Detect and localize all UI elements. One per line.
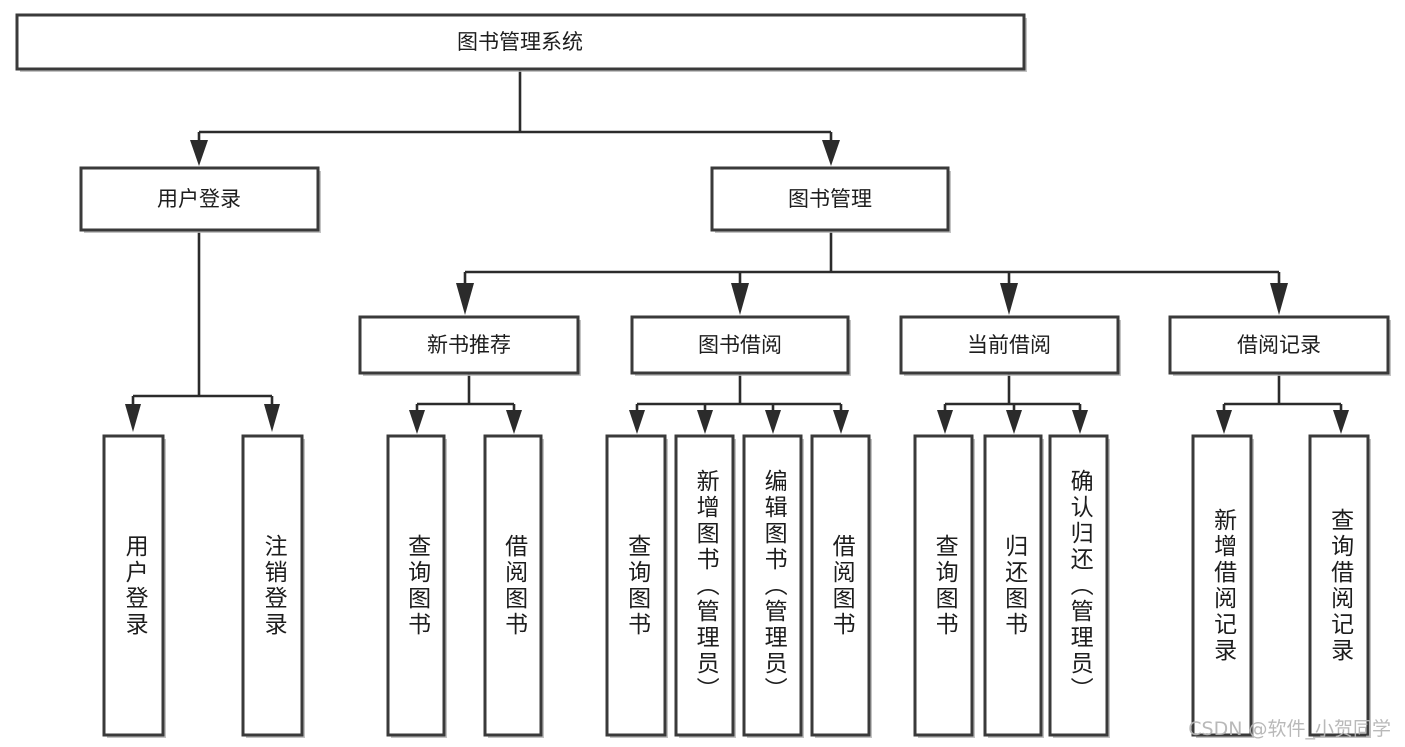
node-leaf-user-login[interactable]: [102, 434, 166, 738]
leaf-node-group: [102, 434, 1371, 738]
node-book-borrow-rect: [630, 315, 850, 375]
leaf-rect: [241, 434, 304, 737]
node-borrow-record-label: 借阅记录: [1237, 333, 1321, 357]
node-current-borrow[interactable]: 当前借阅: [899, 315, 1121, 376]
arrow-leaf-borrow-edit: [765, 410, 781, 434]
node-leaf-borrow-edit[interactable]: [742, 434, 804, 738]
node-leaf-current-confirm[interactable]: [1048, 434, 1110, 738]
node-book-borrow-label: 图书借阅: [698, 333, 782, 357]
arrow-leaf-rec-query: [409, 410, 425, 434]
node-root[interactable]: 图书管理系统: [15, 13, 1027, 72]
node-leaf-record-add[interactable]: [1191, 434, 1254, 738]
node-new-book-rec-label: 新书推荐: [427, 333, 511, 357]
leaf-rect: [742, 434, 803, 737]
node-leaf-current-return[interactable]: [983, 434, 1044, 738]
arrow-to-new-book-rec: [456, 283, 474, 315]
leaf-rect: [674, 434, 735, 737]
arrow-leaf-user-login: [125, 404, 141, 432]
node-book-manage[interactable]: 图书管理: [710, 166, 951, 233]
edge-group: [125, 70, 1349, 434]
leaf-rect: [983, 434, 1043, 737]
node-borrow-record-rect: [1168, 315, 1390, 375]
node-leaf-record-query[interactable]: [1308, 434, 1371, 738]
node-book-borrow[interactable]: 图书借阅: [630, 315, 851, 376]
node-user-login[interactable]: 用户登录: [79, 166, 321, 233]
node-root-rect: [15, 13, 1026, 71]
node-new-book-rec[interactable]: 新书推荐: [358, 315, 581, 376]
arrow-to-current-borrow: [1000, 283, 1018, 315]
arrow-leaf-borrow-add: [697, 410, 713, 434]
leaf-rect: [913, 434, 974, 737]
node-leaf-borrow-do[interactable]: [810, 434, 872, 738]
leaf-rect: [810, 434, 871, 737]
node-leaf-rec-borrow[interactable]: [483, 434, 544, 738]
arrow-leaf-current-return: [1006, 410, 1022, 434]
node-user-login-label: 用户登录: [157, 187, 241, 211]
node-leaf-borrow-add[interactable]: [674, 434, 736, 738]
arrow-to-user-login: [190, 140, 208, 166]
leaf-rect: [386, 434, 446, 737]
node-leaf-rec-query[interactable]: [386, 434, 447, 738]
leaf-rect: [1191, 434, 1253, 737]
arrow-leaf-borrow-query: [629, 410, 645, 434]
leaf-rect: [605, 434, 667, 737]
leaf-rect: [102, 434, 165, 737]
leaf-rect: [1048, 434, 1109, 737]
node-leaf-user-logout[interactable]: [241, 434, 305, 738]
arrow-to-borrow-record: [1270, 283, 1288, 315]
leaf-rect: [483, 434, 543, 737]
node-book-manage-rect: [710, 166, 950, 232]
arrow-leaf-current-query: [937, 410, 953, 434]
node-leaf-current-query[interactable]: [913, 434, 975, 738]
arrow-leaf-rec-borrow: [506, 410, 522, 434]
node-user-login-rect: [79, 166, 320, 232]
arrow-leaf-borrow-do: [833, 410, 849, 434]
node-new-book-rec-rect: [358, 315, 580, 375]
arrow-leaf-record-query: [1333, 410, 1349, 434]
node-root-label: 图书管理系统: [457, 30, 583, 54]
arrow-to-book-borrow: [731, 283, 749, 315]
node-current-borrow-label: 当前借阅: [967, 333, 1051, 357]
node-current-borrow-rect: [899, 315, 1120, 375]
node-leaf-borrow-query[interactable]: [605, 434, 668, 738]
leaf-rect: [1308, 434, 1370, 737]
node-borrow-record[interactable]: 借阅记录: [1168, 315, 1391, 376]
arrow-to-book-manage: [822, 140, 840, 166]
node-book-manage-label: 图书管理: [788, 187, 872, 211]
arrow-leaf-current-confirm: [1072, 410, 1088, 434]
arrow-leaf-record-add: [1216, 410, 1232, 434]
arrow-leaf-user-logout: [264, 404, 280, 432]
